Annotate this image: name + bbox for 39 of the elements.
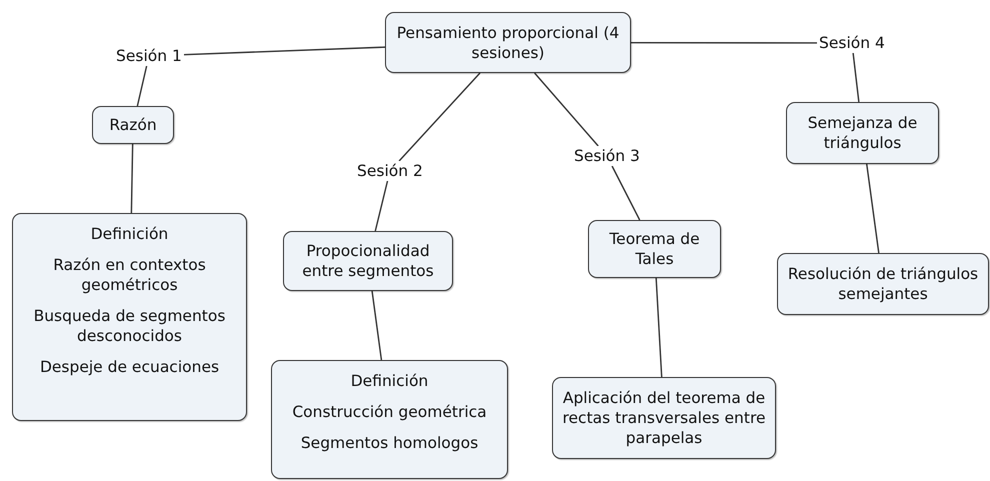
node-text: Razón en contextos geométricos bbox=[52, 255, 207, 295]
node-text: Busqueda de segmentos desconocidos bbox=[32, 306, 226, 346]
linking-phrase: Sesión 2 bbox=[357, 161, 423, 181]
linking-phrase: Sesión 3 bbox=[574, 146, 640, 166]
node-text: Semejanza de triángulos bbox=[806, 113, 918, 153]
connector-line bbox=[631, 42, 817, 44]
connector-line bbox=[184, 46, 386, 56]
node-text: Definición bbox=[90, 224, 168, 244]
linking-phrase: Sesión 4 bbox=[819, 33, 885, 53]
connector-line bbox=[398, 72, 480, 162]
concept-box bbox=[12, 213, 247, 421]
connector-line bbox=[130, 144, 134, 214]
concept-box bbox=[786, 102, 939, 164]
concept-box bbox=[552, 377, 776, 459]
node-text: Pensamiento proporcional (4 sesiones) bbox=[396, 22, 620, 62]
concept-box bbox=[271, 360, 508, 479]
connector-line bbox=[534, 72, 599, 146]
connector-line bbox=[655, 278, 662, 378]
concept-box bbox=[92, 106, 174, 144]
connector-line bbox=[852, 52, 860, 102]
node-text: Definición bbox=[350, 371, 428, 391]
node-text: Aplicación del teorema de rectas transversales entre parapelas bbox=[561, 388, 767, 448]
connector-line bbox=[371, 290, 382, 360]
concept-box bbox=[777, 253, 989, 315]
connector-line bbox=[611, 166, 640, 220]
linking-phrase: Sesión 1 bbox=[116, 46, 182, 66]
node-text: Propocionalidad entre segmentos bbox=[301, 241, 435, 281]
connector-line bbox=[374, 180, 388, 232]
connector-line bbox=[136, 66, 148, 106]
node-text: Construcción geométrica bbox=[292, 402, 487, 422]
node-text: Teorema de Tales bbox=[608, 229, 701, 269]
node-text: Despeje de ecuaciones bbox=[40, 357, 220, 377]
node-text: Segmentos homologos bbox=[300, 433, 478, 453]
concept-box bbox=[588, 220, 721, 278]
concept-box bbox=[283, 231, 453, 291]
node-text: Resolución de triángulos semejantes bbox=[786, 264, 980, 304]
concept-box bbox=[385, 12, 631, 73]
connector-line bbox=[866, 164, 880, 254]
node-text: Razón bbox=[109, 115, 157, 135]
